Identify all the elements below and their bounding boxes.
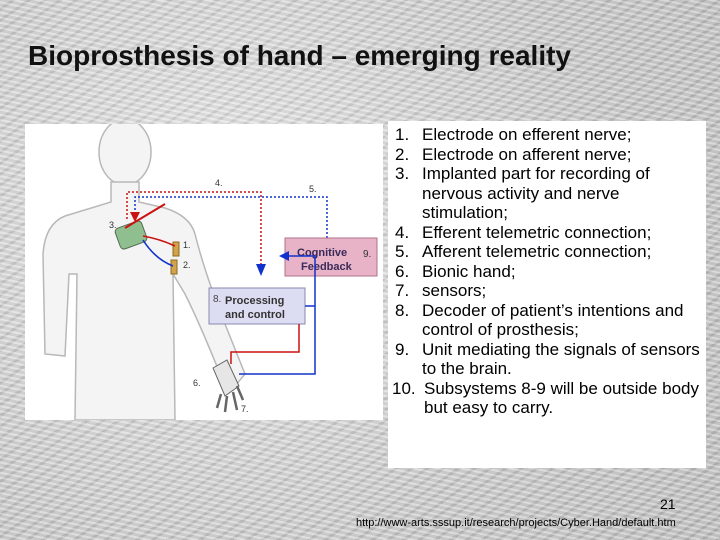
list-item-text: Unit mediating the signals of sensors to… (422, 339, 700, 379)
list-item-number: 6. (395, 261, 410, 281)
sensor-feedback-lines (239, 255, 316, 375)
list-item-text: sensors; (422, 281, 487, 300)
nerve-electrodes (142, 235, 180, 275)
label-7: 7. (241, 404, 249, 414)
slide-title: Bioprosthesis of hand – emerging reality (28, 40, 572, 71)
slide-number: 21 (660, 496, 676, 512)
afferent-telemetric-connection (134, 196, 328, 238)
label-4: 4. (215, 178, 223, 188)
list-item: 5. Afferent telemetric connection; (392, 242, 700, 262)
label-6: 6. (193, 378, 201, 388)
list-item-text: Afferent telemetric connection; (422, 242, 652, 261)
processing-label-1: Processing (225, 295, 284, 307)
label-3: 3. (109, 220, 117, 230)
list-item-number: 10. (392, 378, 416, 398)
implant-arrow-head (130, 212, 140, 222)
list-item-number: 5. (395, 242, 410, 261)
list-item-number: 3. (395, 164, 410, 183)
list-item: 3. Implanted part for recording of nervo… (392, 164, 700, 223)
label-5: 5. (309, 184, 317, 194)
cognitive-feedback-box: Cognitive Feedback 9. (284, 237, 378, 277)
list-item-text: Electrode on efferent nerve; (422, 125, 632, 144)
list-item-text: Implanted part for recording of nervous … (422, 164, 650, 222)
list-item-text: Efferent telemetric connection; (422, 222, 652, 242)
list-item: 9. Unit mediating the signals of sensors… (392, 340, 700, 379)
list-item: 1. Electrode on efferent nerve; (392, 125, 700, 145)
list-item-number: 8. (395, 300, 410, 320)
hand-control-lines (230, 324, 300, 364)
list-item-number: 2. (395, 144, 410, 164)
implant-device (114, 203, 166, 250)
cognitive-label-2: Feedback (301, 261, 353, 273)
bioprosthesis-diagram: Cognitive Feedback 9. 8. Processing and … (25, 124, 383, 420)
processing-control-box: 8. Processing and control (208, 287, 306, 325)
list-item-number: 4. (395, 222, 410, 242)
list-item-number: 1. (395, 125, 410, 144)
cognitive-label-1: Cognitive (297, 247, 347, 259)
label-9: 9. (363, 249, 371, 260)
label-2: 2. (183, 260, 191, 270)
list-item-number: 7. (395, 281, 410, 300)
list-item: 6. Bionic hand; (392, 262, 700, 282)
numbered-list: 1. Electrode on efferent nerve; 2. Elect… (388, 121, 706, 468)
list-item: 2. Electrode on afferent nerve; (392, 145, 700, 165)
list-item: 8. Decoder of patient’s intentions and c… (392, 301, 700, 340)
list-item-text: Bionic hand; (422, 261, 516, 281)
efferent-telemetric-connection (126, 191, 262, 268)
list-item-text: Decoder of patient’s intentions and cont… (422, 300, 684, 340)
list-item-text: Subsystems 8-9 will be outside body but … (424, 378, 699, 418)
processing-label-2: and control (225, 309, 285, 321)
label-1: 1. (183, 240, 191, 250)
processing-arrow-head (256, 264, 266, 276)
list-item-text: Electrode on afferent nerve; (422, 144, 632, 164)
list-item: 10. Subsystems 8-9 will be outside body … (392, 379, 700, 418)
feedback-arrow-head (279, 251, 289, 261)
list-item-number: 9. (395, 339, 410, 359)
list-item: 7. sensors; (392, 281, 700, 301)
source-url: http://www-arts.sssup.it/research/projec… (356, 517, 676, 529)
bionic-hand (212, 359, 245, 413)
label-8: 8. (213, 294, 221, 305)
list-item: 4. Efferent telemetric connection; (392, 223, 700, 243)
human-body-outline (42, 124, 246, 420)
